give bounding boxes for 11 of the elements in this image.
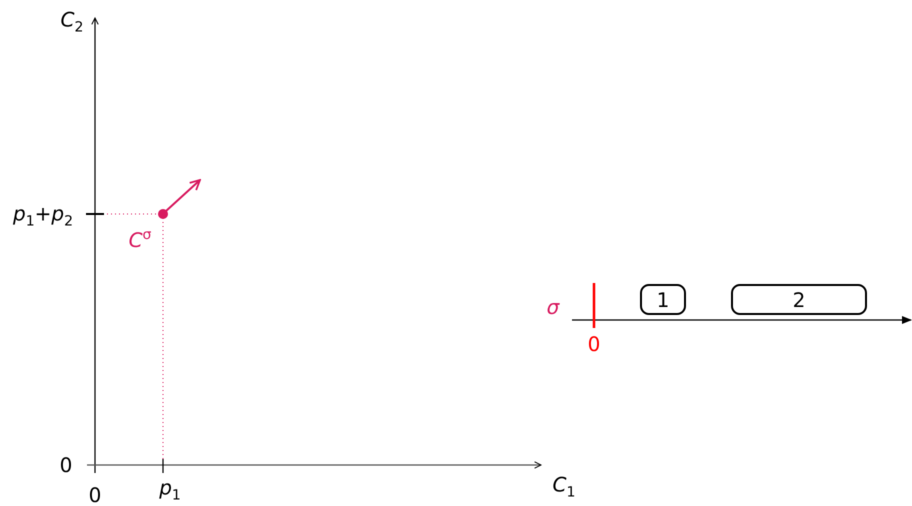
job-block: 1 xyxy=(640,284,686,315)
tick-label: 0 xyxy=(60,455,72,475)
job-block: 2 xyxy=(731,284,867,315)
axis-label: C$_{2}$ xyxy=(60,10,84,34)
axis-label: C$_{1}$ xyxy=(552,474,576,500)
tick-label: 0 xyxy=(588,334,600,354)
sequence-label: σ xyxy=(546,297,560,317)
point-label: C$^{σ}$ xyxy=(128,228,152,250)
tick-label: p$_{1}$ xyxy=(159,478,181,502)
tick-label: 0 xyxy=(88,485,102,505)
tick-label: p$_{1}$+p$_{2}$ xyxy=(13,204,73,228)
